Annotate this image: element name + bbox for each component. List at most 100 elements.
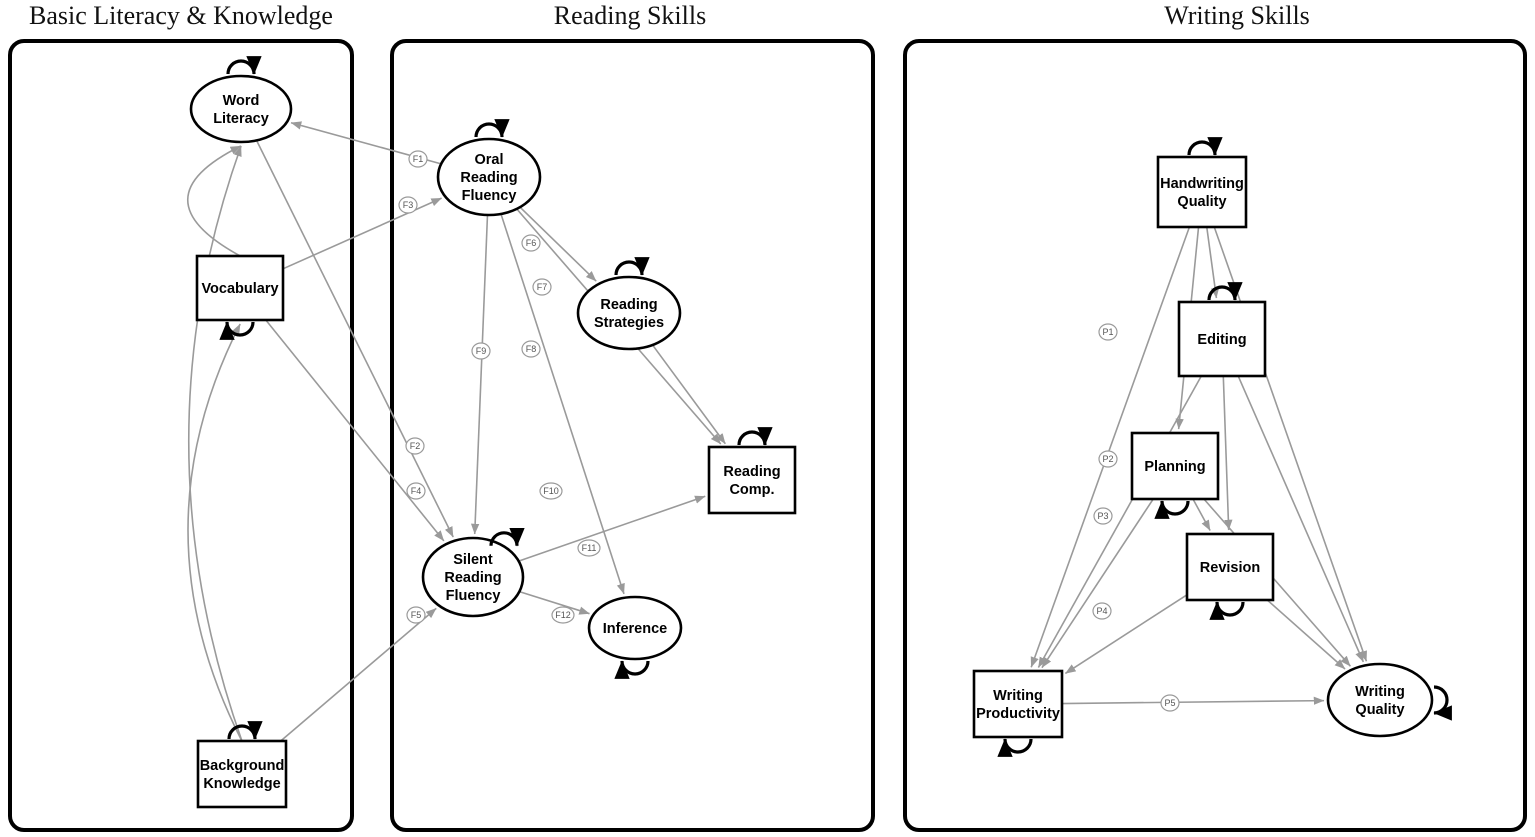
edge-editing-to-revision (1222, 375, 1233, 531)
edge-label-F4: F4 (406, 482, 426, 500)
node-label-background_knowledge: Background (200, 758, 285, 774)
edge-label-text-F11: F11 (582, 543, 597, 553)
edge-label-text-F10: F10 (543, 486, 559, 496)
edge-label-text-P4: P4 (1096, 606, 1107, 616)
node-planning[interactable]: Planning (1130, 431, 1220, 501)
edge-label-P4: P4 (1092, 602, 1112, 620)
edge-label-text-F4: F4 (411, 486, 422, 496)
node-label-writing_productivity: Writing (993, 688, 1043, 704)
self-loop-vocabulary (219, 321, 255, 340)
edge-label-F10: F10 (539, 482, 563, 500)
node-label-writing_productivity: Productivity (976, 706, 1060, 722)
edge-label-P3: P3 (1093, 507, 1113, 525)
node-label-reading_strategies: Strategies (594, 315, 664, 331)
node-label-oral_reading_fluency: Reading (460, 170, 517, 186)
self-loop-silent_reading_fluency (489, 527, 525, 547)
edge-reading_strategies-to-reading_comp (651, 344, 726, 445)
edge-revision-to-writing_quality (1266, 599, 1346, 670)
self-loop-group (219, 56, 1452, 757)
edge-label-P1: P1 (1098, 323, 1118, 341)
node-label-writing_quality: Writing (1355, 684, 1405, 700)
node-label-editing: Editing (1197, 332, 1246, 348)
panel-title-reading: Reading Skills (554, 1, 706, 30)
edge-oral_reading_fluency-to-inference (500, 213, 625, 595)
node-label-silent_reading_fluency: Reading (444, 570, 501, 586)
edge-label-P5: P5 (1160, 694, 1180, 712)
edge-label-F3: F3 (398, 196, 418, 214)
edge-label-text-P5: P5 (1164, 698, 1175, 708)
self-loop-inference (614, 660, 650, 679)
edge-label-text-F6: F6 (526, 238, 537, 248)
edge-label-text-F2: F2 (410, 441, 421, 451)
node-label-word_literacy: Literacy (213, 111, 269, 127)
edge-label-text-P2: P2 (1102, 454, 1113, 464)
panel-title-writing: Writing Skills (1164, 1, 1310, 30)
edge-background_knowledge-to-word_literacy (188, 145, 243, 742)
edge-label-text-P1: P1 (1102, 327, 1113, 337)
edge-vocabulary-to-silent_reading_fluency (265, 319, 445, 542)
self-loop-editing (1207, 282, 1243, 301)
edge-editing-to-writing_quality (1237, 375, 1365, 663)
edge-label-P2: P2 (1098, 450, 1118, 468)
node-label-revision: Revision (1200, 560, 1260, 576)
edge-silent_reading_fluency-to-inference (519, 590, 590, 615)
panel-basic (8, 39, 354, 832)
self-loop-writing_quality (1433, 685, 1452, 721)
node-label-silent_reading_fluency: Fluency (446, 588, 501, 604)
node-label-reading_comp: Reading (723, 464, 780, 480)
edge-oral_reading_fluency-to-reading_strategies (519, 206, 597, 282)
edge-label-F7: F7 (532, 278, 552, 296)
edge-background_knowledge-to-silent_reading_fluency (280, 607, 437, 742)
edge-label-F2: F2 (405, 437, 425, 455)
self-loop-revision (1209, 601, 1245, 620)
edge-label-text-F3: F3 (403, 200, 414, 210)
self-loop-writing_productivity (997, 738, 1033, 757)
edge-label-F12: F12 (551, 606, 575, 624)
edge-label-text-F12: F12 (555, 610, 571, 620)
self-loop-reading_strategies (614, 257, 650, 276)
self-loop-word_literacy (226, 56, 262, 75)
node-label-handwriting_quality: Quality (1177, 194, 1226, 210)
edge-label-F1: F1 (408, 150, 428, 168)
node-editing[interactable]: Editing (1177, 300, 1267, 378)
panel-reading (390, 39, 875, 832)
node-inference[interactable]: Inference (587, 595, 683, 661)
edge-group (186, 121, 1368, 742)
edge-label-F11: F11 (577, 539, 601, 557)
edge-oral_reading_fluency-to-silent_reading_fluency (470, 214, 489, 535)
edge-label-text-F9: F9 (476, 346, 487, 356)
edge-handwriting_quality-to-writing_productivity (1030, 226, 1191, 668)
self-loop-planning (1154, 500, 1190, 519)
edge-vocabulary-to-word_literacy (186, 145, 242, 257)
self-loop-background_knowledge (227, 721, 263, 740)
edge-label-text-F5: F5 (411, 610, 422, 620)
node-vocabulary[interactable]: Vocabulary (195, 254, 285, 322)
edge-handwriting_quality-to-editing (1205, 226, 1220, 299)
edge-planning-to-writing_productivity (1041, 498, 1154, 669)
edge-planning-to-revision (1192, 498, 1211, 531)
panel-writing (903, 39, 1527, 832)
edge-label-F6: F6 (521, 234, 541, 252)
edge-planning-to-writing_quality (1203, 498, 1352, 667)
edge-revision-to-writing_productivity (1064, 594, 1188, 675)
edge-label-text-F1: F1 (413, 154, 424, 164)
panel-group (8, 39, 1527, 832)
node-label-background_knowledge: Knowledge (203, 776, 280, 792)
edge-editing-to-writing_productivity (1037, 375, 1203, 668)
edge-writing_productivity-to-writing_quality (1061, 696, 1325, 705)
node-label-planning: Planning (1144, 459, 1205, 475)
edge-label-F5: F5 (406, 606, 426, 624)
node-revision[interactable]: Revision (1185, 532, 1275, 602)
